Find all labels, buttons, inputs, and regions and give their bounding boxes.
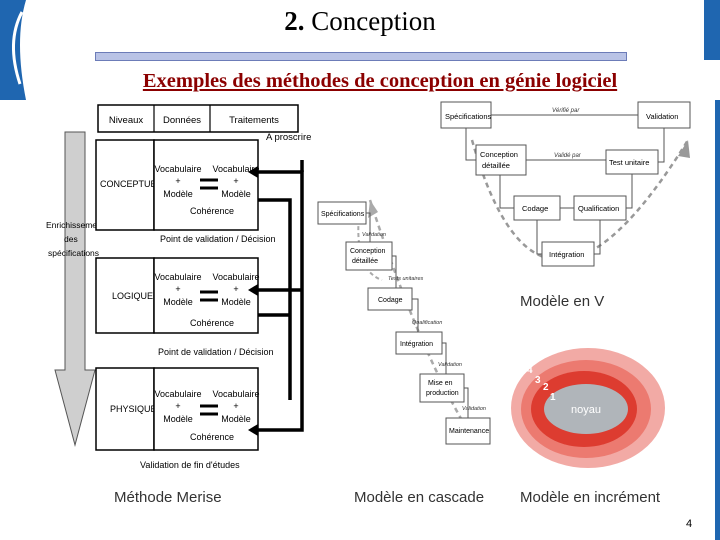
increment-number-3: 3 [535, 375, 541, 386]
svg-text:Cohérence: Cohérence [190, 318, 234, 328]
cascade-val-1: Validation [362, 232, 386, 238]
level-conceptuel: CONCEPTUEL [100, 179, 162, 189]
header-niveaux: Niveaux [109, 115, 144, 126]
cascade-box-maintenance: Maintenance [449, 428, 489, 435]
slide-title: 2. Conception [0, 6, 720, 37]
svg-text:+: + [175, 176, 180, 186]
cascade-val-5: Validation [462, 406, 486, 412]
increment-number-4: 4 [527, 365, 533, 376]
cascade-box-integration: Intégration [400, 341, 433, 348]
v-verifie-par: Vérifié par [552, 108, 580, 114]
svg-text:des: des [64, 234, 78, 244]
cascade-caption: Modèle en cascade [354, 489, 484, 506]
svg-text:Modèle: Modèle [221, 297, 251, 307]
svg-text:Enrichissement: Enrichissement [46, 220, 105, 230]
validation-end: Validation de fin d'études [140, 460, 240, 470]
svg-text:+: + [175, 401, 180, 411]
merise-caption: Méthode Merise [114, 489, 222, 506]
v-model-caption: Modèle en V [520, 293, 604, 310]
increment-core-label: noyau [571, 404, 601, 416]
increment-number-2: 2 [543, 382, 549, 393]
svg-text:Modèle: Modèle [221, 189, 251, 199]
svg-text:+: + [175, 284, 180, 294]
svg-text:+: + [233, 284, 238, 294]
cascade-val-4: Validation [438, 362, 462, 368]
increment-number-1: 1 [550, 392, 556, 403]
cascade-val-3: Qualification [412, 320, 442, 326]
header-traitements: Traitements [229, 115, 279, 126]
svg-text:Modèle: Modèle [163, 189, 193, 199]
v-box-integration: Intégration [549, 250, 584, 259]
cascade-box-spec: Spécifications [321, 211, 365, 218]
svg-text:+: + [233, 401, 238, 411]
header-donnees: Données [163, 115, 201, 126]
right-edge-decoration [704, 0, 720, 540]
title-underline-bar [95, 52, 627, 61]
left-corner-decoration [0, 0, 26, 100]
v-box-codage: Codage [522, 204, 548, 213]
v-box-qualification: Qualification [578, 204, 619, 213]
v-box-tests: Test unitaire [609, 158, 649, 167]
svg-text:Vocabulaire: Vocabulaire [154, 389, 201, 399]
a-proscrire-label: A proscrire [266, 132, 311, 143]
v-box-spec: Spécifications [445, 112, 492, 121]
svg-text:Modèle: Modèle [163, 297, 193, 307]
v-box-validation: Validation [646, 112, 678, 121]
slide-subtitle: Exemples des méthodes de conception en g… [142, 70, 618, 92]
svg-text:+: + [233, 176, 238, 186]
merise-diagram: Niveaux Données Traitements A proscrire … [46, 104, 311, 506]
title-text: Conception [311, 6, 436, 36]
cascade-box-codage: Codage [378, 297, 403, 304]
level-logique: LOGIQUE [112, 291, 153, 301]
svg-text:Vocabulaire: Vocabulaire [212, 272, 259, 282]
page-number: 4 [686, 518, 693, 530]
svg-text:Cohérence: Cohérence [190, 206, 234, 216]
svg-text:Modèle: Modèle [163, 414, 193, 424]
svg-text:Vocabulaire: Vocabulaire [212, 164, 259, 174]
svg-text:Vocabulaire: Vocabulaire [212, 389, 259, 399]
increment-diagram: 4 3 2 1 noyau Modèle en incrément [511, 348, 665, 506]
svg-text:Modèle: Modèle [221, 414, 251, 424]
side-label: Enrichissement des spécifications [46, 220, 105, 258]
title-number: 2. [284, 6, 305, 36]
level-physique: PHYSIQUE [110, 404, 157, 414]
svg-text:Cohérence: Cohérence [190, 432, 234, 442]
svg-text:Vocabulaire: Vocabulaire [154, 164, 201, 174]
svg-text:Vocabulaire: Vocabulaire [154, 272, 201, 282]
cascade-val-2: Tests unitaires [388, 276, 424, 282]
validation-point-2: Point de validation / Décision [158, 347, 274, 357]
v-valide-par: Validé par [554, 153, 582, 159]
validation-point-1: Point de validation / Décision [160, 234, 276, 244]
svg-text:spécifications: spécifications [48, 248, 99, 258]
increment-caption: Modèle en incrément [520, 489, 661, 506]
